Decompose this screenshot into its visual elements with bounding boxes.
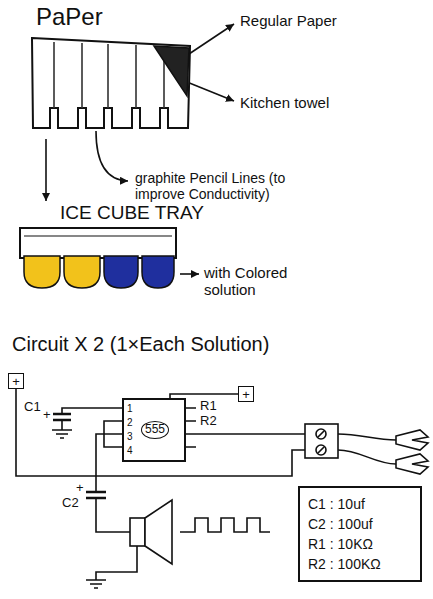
note-label: + [43, 408, 51, 423]
chip-label: 555 [141, 421, 169, 439]
value-text: C1 : 10uf [308, 494, 365, 514]
tray-cup [104, 256, 138, 288]
pin-number: 4 [127, 445, 133, 457]
pin-number: 2 [127, 417, 133, 429]
terminal-block [305, 424, 338, 458]
section-heading: Circuit X 2 (1×Each Solution) [12, 333, 269, 356]
heading-text: PaPer [36, 3, 103, 31]
ground-symbol [86, 546, 137, 588]
paper-sheet: PaPer [28, 3, 194, 138]
value-text: R2 : 100KΩ [308, 554, 381, 574]
tray-cup [64, 256, 100, 288]
capacitor-symbol [86, 492, 106, 498]
note-label: C2 [62, 496, 79, 511]
note-label: Regular Paper [240, 12, 337, 29]
heading-text: ICE CUBE TRAY [60, 202, 204, 224]
clip-wire [338, 434, 396, 464]
tray-rim [24, 235, 172, 236]
flow-arrow [45, 139, 47, 201]
paper-outline [32, 38, 190, 128]
graphite-lines [54, 42, 164, 108]
note-label: Kitchen towel [240, 94, 329, 111]
wire-line [196, 433, 305, 435]
note-label: C1 [24, 400, 41, 415]
wire-line [104, 421, 112, 447]
wire-line [16, 389, 305, 476]
note-label: with Colored solution [204, 264, 314, 299]
component-table: C1 : 10ufC2 : 100ufR1 : 10KΩR2 : 100KΩ [298, 486, 422, 582]
pin-number: 3 [127, 431, 133, 443]
capacitor-symbol [53, 414, 71, 420]
terminal-box: + [238, 386, 254, 402]
note-label: R1 [200, 399, 217, 414]
pin-number: 1 [127, 403, 133, 415]
wire-line [96, 498, 130, 532]
leader-line [186, 24, 234, 56]
plus-sign: + [242, 388, 250, 401]
tray-cup [24, 256, 60, 288]
screw-slot [318, 431, 324, 453]
note-label: + [76, 481, 84, 496]
kitchen-towel [154, 46, 189, 96]
alligator-clip [396, 430, 428, 450]
note-label: R2 [200, 414, 217, 429]
tray-body [20, 228, 176, 258]
tray-cup [142, 256, 174, 288]
note-label: graphite Pencil Lines (to improve Conduc… [135, 170, 320, 202]
ice-cube-tray: ICE CUBE TRAY [18, 202, 233, 294]
ic-chip: 1 2 3 4 555 [122, 398, 186, 462]
leader-line [180, 273, 199, 275]
circuit-wiring [16, 389, 428, 588]
value-text: R1 : 10KΩ [308, 534, 373, 554]
leader-line [96, 131, 128, 181]
plus-sign: + [12, 375, 20, 388]
terminal-box: + [8, 373, 24, 389]
value-text: C2 : 100uf [308, 514, 373, 534]
square-wave [180, 518, 270, 532]
alligator-clip [396, 454, 428, 474]
speaker-cone [145, 500, 172, 564]
ground-symbol [52, 420, 72, 438]
speaker-symbol [130, 518, 145, 546]
